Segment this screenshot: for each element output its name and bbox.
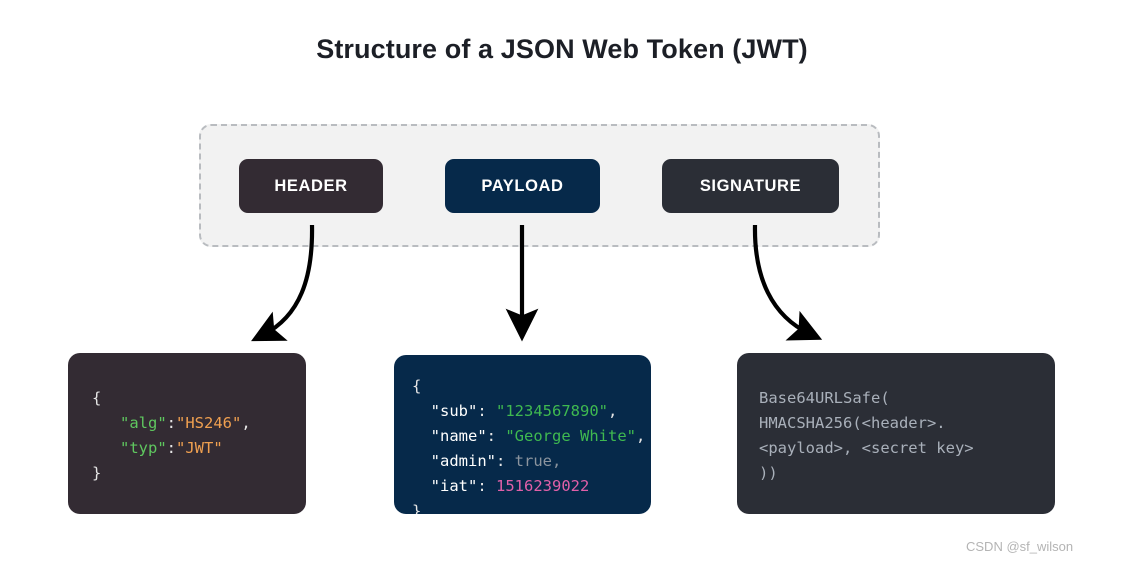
code-colon: :	[166, 414, 177, 432]
code-value: "1234567890"	[496, 402, 608, 420]
code-line: {	[412, 377, 422, 395]
page-title: Structure of a JSON Web Token (JWT)	[316, 34, 808, 64]
token-part-header-label: HEADER	[274, 176, 348, 195]
payload-code-block: { "sub": "1234567890", "name": "George W…	[394, 355, 651, 514]
code-line: <payload>, <secret key>	[759, 439, 974, 457]
code-indent	[412, 427, 431, 445]
code-value: "George White"	[505, 427, 636, 445]
code-colon: :	[477, 402, 497, 420]
token-part-signature[interactable]: SIGNATURE	[662, 159, 839, 213]
code-colon: :	[477, 477, 497, 495]
code-key: "sub"	[430, 402, 478, 420]
code-line: HMACSHA256(<header>.	[759, 414, 946, 432]
code-colon: :	[496, 452, 515, 470]
code-key: "typ"	[120, 439, 167, 457]
code-key: "name"	[430, 427, 487, 445]
code-key: "admin"	[430, 452, 496, 470]
code-colon: :	[486, 427, 506, 445]
code-indent	[412, 402, 431, 420]
code-line: }	[92, 464, 102, 482]
code-line: }	[412, 502, 422, 514]
code-value: 1516239022	[496, 477, 590, 495]
watermark: CSDN @sf_wilson	[966, 539, 1074, 554]
token-part-payload-label: PAYLOAD	[481, 176, 564, 195]
token-part-signature-label: SIGNATURE	[699, 176, 802, 195]
code-colon: :	[166, 439, 177, 457]
code-indent	[92, 439, 120, 457]
header-code-block: { "alg":"HS246", "typ":"JWT" }	[68, 353, 306, 514]
code-line: ))	[759, 464, 778, 482]
code-value: "JWT"	[176, 439, 223, 457]
code-line: Base64URLSafe(	[759, 389, 890, 407]
code-line: {	[92, 389, 102, 407]
token-part-payload[interactable]: PAYLOAD	[445, 159, 600, 213]
code-indent	[412, 477, 431, 495]
code-comma: ,	[608, 402, 618, 420]
signature-code-block: Base64URLSafe( HMACSHA256(<header>. <pay…	[737, 353, 1055, 514]
code-key: "iat"	[430, 477, 478, 495]
code-comma: ,	[636, 427, 646, 445]
code-key: "alg"	[120, 414, 167, 432]
code-indent	[92, 414, 120, 432]
code-value: true	[514, 452, 552, 470]
code-comma: ,	[552, 452, 562, 470]
code-indent	[412, 452, 431, 470]
code-comma: ,	[241, 414, 251, 432]
token-part-header[interactable]: HEADER	[239, 159, 383, 213]
code-value: "HS246"	[176, 414, 242, 432]
